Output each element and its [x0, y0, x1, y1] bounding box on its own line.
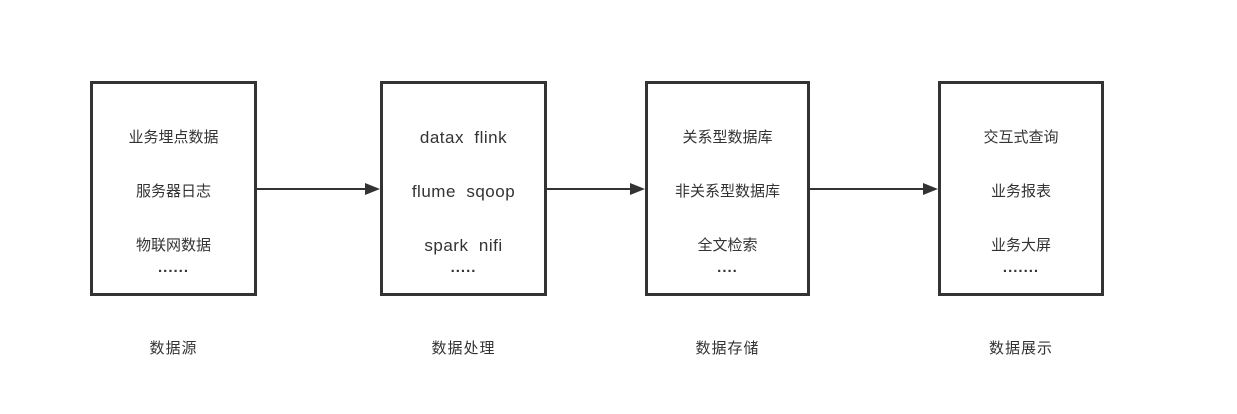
stage-data-processing: datax flink flume sqoop spark nifi .....… [380, 81, 547, 358]
box-item: 服务器日志 [135, 183, 211, 200]
data-display-box: 交互式查询 业务报表 业务大屏 ....... [938, 81, 1104, 296]
box-item: datax flink [419, 128, 508, 147]
box-item: spark nifi [424, 236, 503, 255]
box-item: flume sqoop [411, 182, 516, 201]
box-item: 业务报表 [990, 183, 1051, 200]
arrow-right-icon [630, 183, 645, 195]
box-item: 业务埋点数据 [128, 129, 219, 146]
flow-arrow-2 [547, 183, 645, 196]
stage-label-data-source: 数据源 [149, 340, 198, 357]
box-item: 交互式查询 [983, 129, 1059, 146]
flow-arrow-3 [810, 183, 938, 196]
box-item: 非关系型数据库 [674, 183, 780, 200]
stage-label-data-processing: 数据处理 [431, 340, 496, 357]
arrow-line [547, 188, 634, 190]
stage-label-data-storage: 数据存储 [695, 340, 760, 357]
arrow-line [257, 188, 369, 190]
flow-arrow-1 [257, 183, 380, 196]
data-source-box: 业务埋点数据 服务器日志 物联网数据 ...... [90, 81, 257, 296]
box-item: 关系型数据库 [682, 129, 773, 146]
arrow-line [810, 188, 927, 190]
stage-data-storage: 关系型数据库 非关系型数据库 全文检索 .... 数据存储 [645, 81, 810, 358]
ellipsis-text: ....... [1002, 259, 1040, 276]
stage-data-source: 业务埋点数据 服务器日志 物联网数据 ...... 数据源 [90, 81, 257, 358]
box-item: 物联网数据 [135, 237, 211, 254]
box-item: 全文检索 [697, 237, 758, 254]
arrow-right-icon [923, 183, 938, 195]
stage-label-data-display: 数据展示 [988, 340, 1053, 357]
arrow-right-icon [365, 183, 380, 195]
data-storage-box: 关系型数据库 非关系型数据库 全文检索 .... [645, 81, 810, 296]
ellipsis-text: .... [717, 259, 738, 276]
data-processing-box: datax flink flume sqoop spark nifi ..... [380, 81, 547, 296]
box-item: 业务大屏 [990, 237, 1051, 254]
ellipsis-text: ..... [450, 259, 477, 276]
ellipsis-text: ...... [157, 259, 189, 276]
stage-data-display: 交互式查询 业务报表 业务大屏 ....... 数据展示 [938, 81, 1104, 358]
